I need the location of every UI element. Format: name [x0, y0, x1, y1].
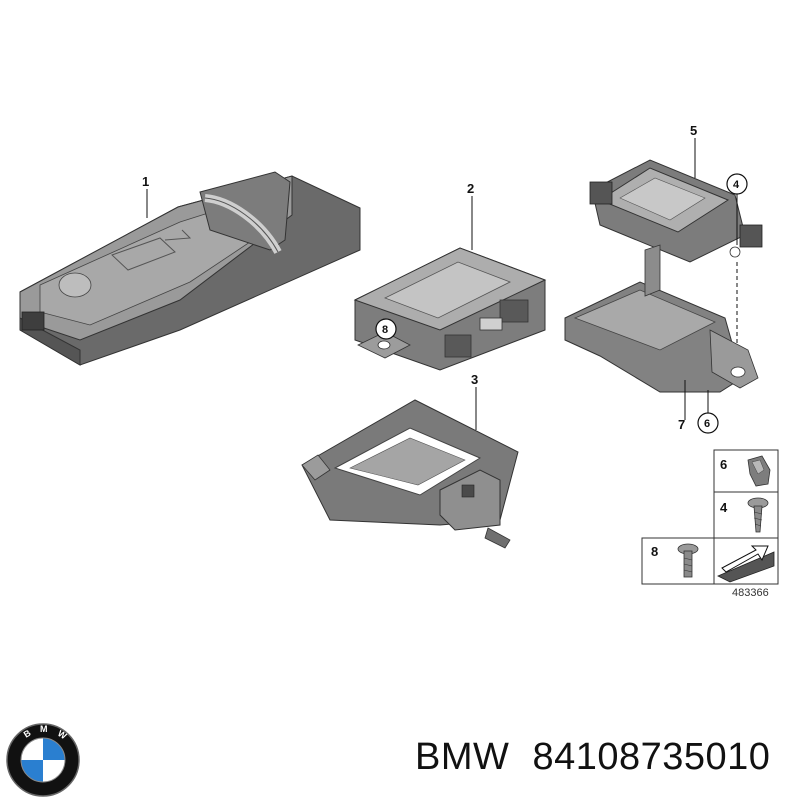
callout-7: 7	[678, 417, 685, 432]
callout-8-circle-on-part-2	[375, 318, 397, 340]
bmw-logo-icon: B M W	[6, 723, 80, 797]
callout-3: 3	[471, 372, 478, 387]
clip-icon	[747, 455, 771, 487]
part-5-antenna-module[interactable]	[589, 159, 763, 263]
callout-6: 6	[704, 418, 710, 430]
svg-text:B: B	[22, 728, 33, 740]
bolt-icon	[677, 543, 699, 578]
callout-8-on-part-2: 8	[382, 324, 388, 336]
surface-arrow-icon	[717, 545, 775, 583]
screw-icon	[747, 497, 769, 533]
callout-1: 1	[142, 174, 149, 189]
part-2-control-module[interactable]	[353, 247, 547, 371]
callout-2: 2	[467, 181, 474, 196]
part-1-charging-tray[interactable]	[19, 171, 361, 366]
part-7-bracket[interactable]	[564, 244, 759, 393]
callout-5: 5	[690, 123, 697, 138]
table-row-number-6: 6	[720, 457, 727, 472]
svg-text:M: M	[40, 724, 48, 734]
part-caption: BMW 84108735010	[415, 736, 795, 786]
fastener-table: 6 4 8	[641, 449, 779, 585]
part-3-holder-bracket[interactable]	[301, 399, 519, 549]
table-row-number-4: 4	[720, 500, 728, 515]
part-number: 84108735010	[532, 736, 771, 778]
brand-name: BMW	[415, 736, 510, 778]
reference-number: 483366	[732, 587, 769, 599]
table-row-number-8: 8	[651, 544, 658, 559]
callout-4: 4	[733, 179, 740, 191]
